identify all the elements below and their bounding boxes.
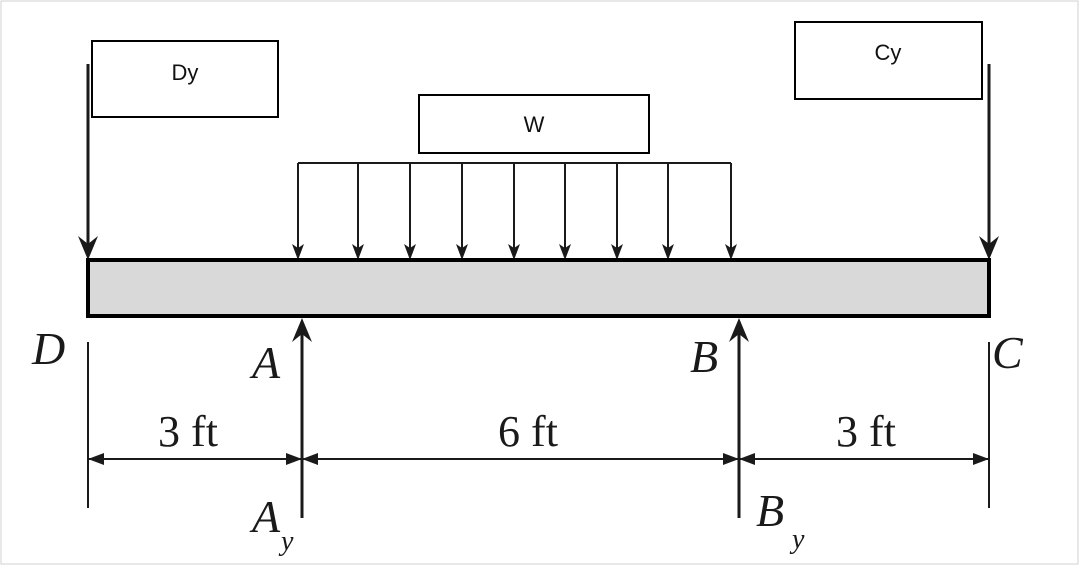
dimension-middle: 6 ft bbox=[498, 407, 558, 456]
reaction-label-by: B y bbox=[756, 485, 805, 555]
point-label-c: C bbox=[992, 327, 1024, 378]
distributed-load-arrow bbox=[611, 163, 623, 260]
dy-label: Dy bbox=[172, 60, 199, 85]
dy-label-box: Dy bbox=[91, 40, 279, 118]
reaction-by-main: B bbox=[756, 485, 784, 536]
reaction-ay-sub: y bbox=[278, 526, 294, 557]
reaction-ay-arrow bbox=[292, 318, 312, 518]
reaction-ay-main: A bbox=[249, 491, 281, 542]
point-label-d: D bbox=[31, 323, 65, 374]
reaction-by-sub: y bbox=[789, 524, 805, 555]
point-label-b: B bbox=[690, 331, 718, 382]
distributed-load-arrows bbox=[292, 163, 737, 260]
distributed-load-arrow bbox=[662, 163, 674, 260]
reaction-label-ay: A y bbox=[249, 491, 294, 557]
beam bbox=[86, 258, 991, 318]
cy-point-load-arrow bbox=[979, 64, 999, 260]
reaction-by-arrow bbox=[729, 318, 749, 518]
w-label: W bbox=[524, 112, 545, 137]
cy-label: Cy bbox=[875, 40, 902, 65]
distributed-load-arrow bbox=[404, 163, 416, 260]
dimension-left: 3 ft bbox=[158, 407, 218, 456]
point-label-a: A bbox=[249, 337, 281, 388]
distributed-load-arrow bbox=[456, 163, 468, 260]
dy-point-load-arrow bbox=[78, 64, 98, 260]
w-label-box: W bbox=[418, 94, 650, 154]
distributed-load-arrow bbox=[292, 163, 304, 260]
dimension-line bbox=[88, 453, 989, 465]
cy-label-box: Cy bbox=[794, 21, 983, 100]
distributed-load-arrow bbox=[559, 163, 571, 260]
distributed-load-arrow bbox=[508, 163, 520, 260]
distributed-load-arrow bbox=[725, 163, 737, 260]
distributed-load-arrow bbox=[352, 163, 364, 260]
dimension-right: 3 ft bbox=[836, 407, 896, 456]
distributed-load-w bbox=[292, 162, 737, 260]
